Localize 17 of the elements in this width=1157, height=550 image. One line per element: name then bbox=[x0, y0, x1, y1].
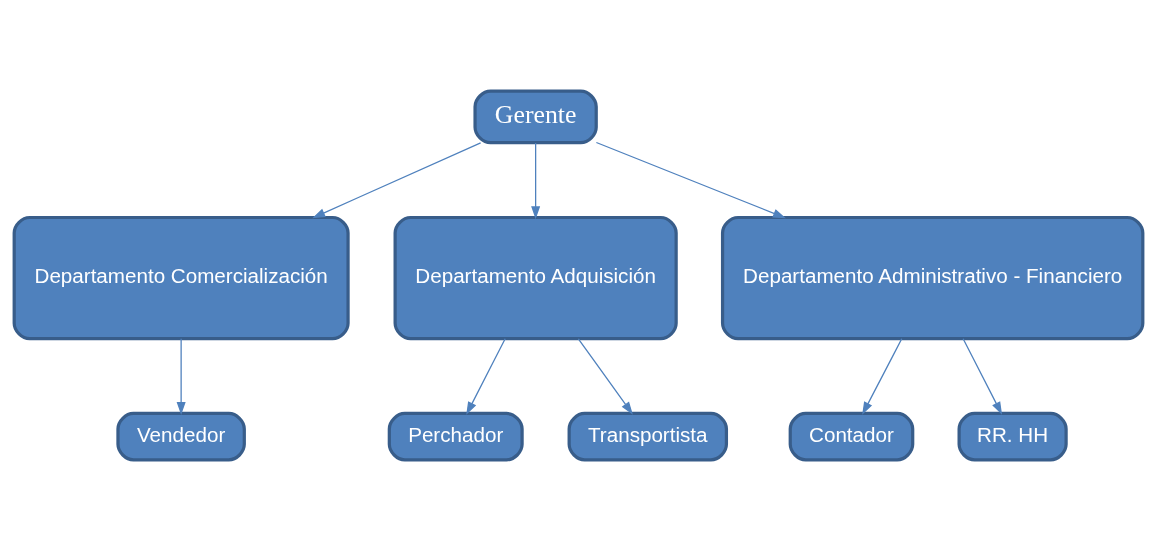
arrow bbox=[595, 141, 786, 218]
node-box: Departamento Adquisición bbox=[393, 215, 678, 340]
arrow bbox=[531, 141, 541, 219]
node-box: Transportista bbox=[567, 411, 729, 461]
node-box: RR. HH bbox=[957, 411, 1068, 461]
arrow bbox=[962, 337, 1003, 415]
node-box: Perchador bbox=[387, 411, 524, 461]
node-box: Departamento Administrativo - Financiero bbox=[720, 215, 1145, 340]
node-box: Gerente bbox=[473, 89, 598, 144]
node-box: Vendedor bbox=[116, 411, 246, 461]
node-box: Contador bbox=[788, 411, 915, 461]
arrow bbox=[312, 141, 482, 218]
node-box: Departamento Comercialización bbox=[12, 215, 350, 340]
arrow bbox=[862, 337, 903, 415]
arrow bbox=[577, 337, 633, 415]
arrow bbox=[176, 337, 186, 415]
arrow bbox=[466, 337, 506, 415]
